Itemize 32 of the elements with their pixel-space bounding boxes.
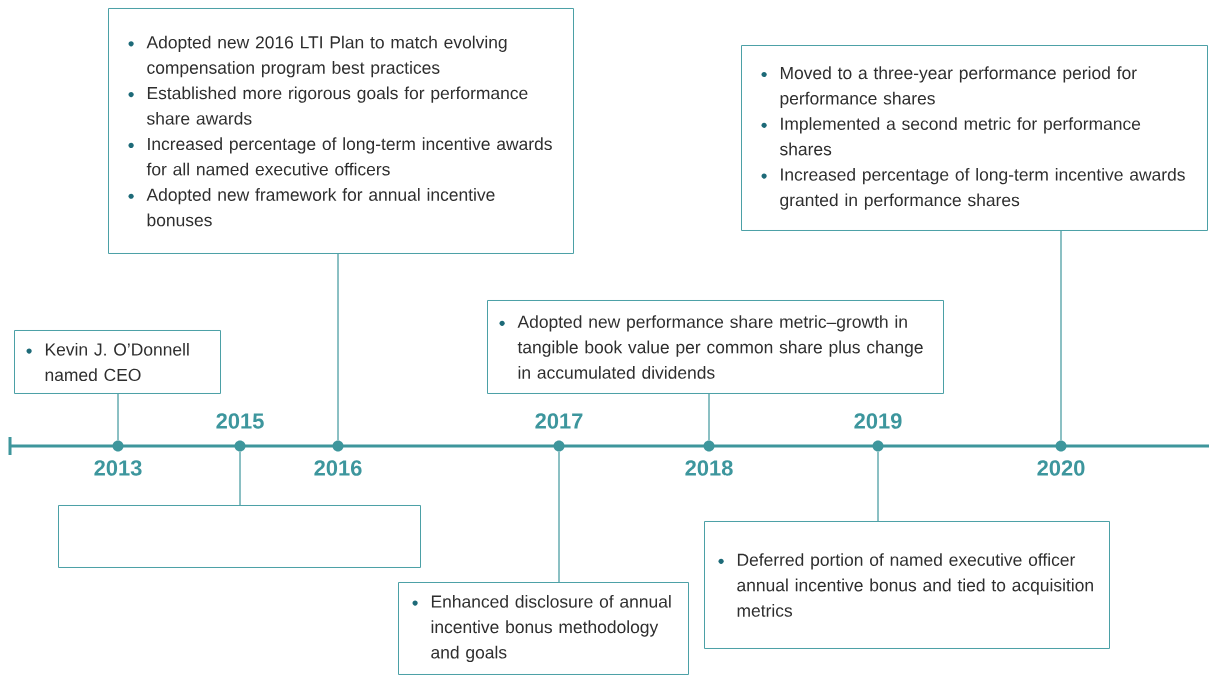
year-label: 2015 [216,413,264,429]
connector-line [558,451,560,583]
year-label: 2017 [535,413,583,429]
bullet-item: Enhanced disclosure of annual incentive bonus methodology and goals [412,594,671,663]
text-box [398,582,689,675]
bullet-item: Adopted new framework for annual incentive bonuses [128,188,495,227]
text-box [14,330,221,394]
text-box [741,45,1208,231]
connector-line [239,451,241,506]
bullet-item: Kevin J. O’Donnell named CEO [26,342,189,382]
text-box [58,505,421,568]
text-box [487,300,944,394]
bullet-item: Deferred portion of named executive officer annual incentive bonus and tied to acquisition metrics [718,553,1093,617]
bullet-item: Adopted new 2016 LTI Plan to match evolving compensation program best practices [128,35,507,78]
connector-line [337,253,339,441]
year-label: 2020 [1037,460,1085,476]
text-box [108,8,574,254]
year-label: 2018 [685,460,733,476]
bullet-item: Implemented a second metric for performance shares [761,117,1141,156]
bullet-item: Moved to a three-year performance period for performance shares [761,66,1137,108]
bullet-item: Adopted new performance share metric–growth in tangible book value per common share plus change in accumulated dividends [499,315,923,379]
text-box [704,521,1110,649]
connector-line [877,451,879,522]
connector-line [117,393,119,441]
bullet-item: Increased percentage of long-term incentive awards granted in performance shares [761,167,1185,210]
year-label: 2016 [314,460,362,476]
year-label: 2019 [854,413,902,429]
year-label: 2013 [94,460,142,476]
bullet-item: Increased percentage of long-term incentive awards for all named executive officers [128,137,552,176]
connector-line [708,393,710,441]
connector-line [1060,230,1062,441]
bullet-item: Established more rigorous goals for performance share awards [128,86,528,125]
